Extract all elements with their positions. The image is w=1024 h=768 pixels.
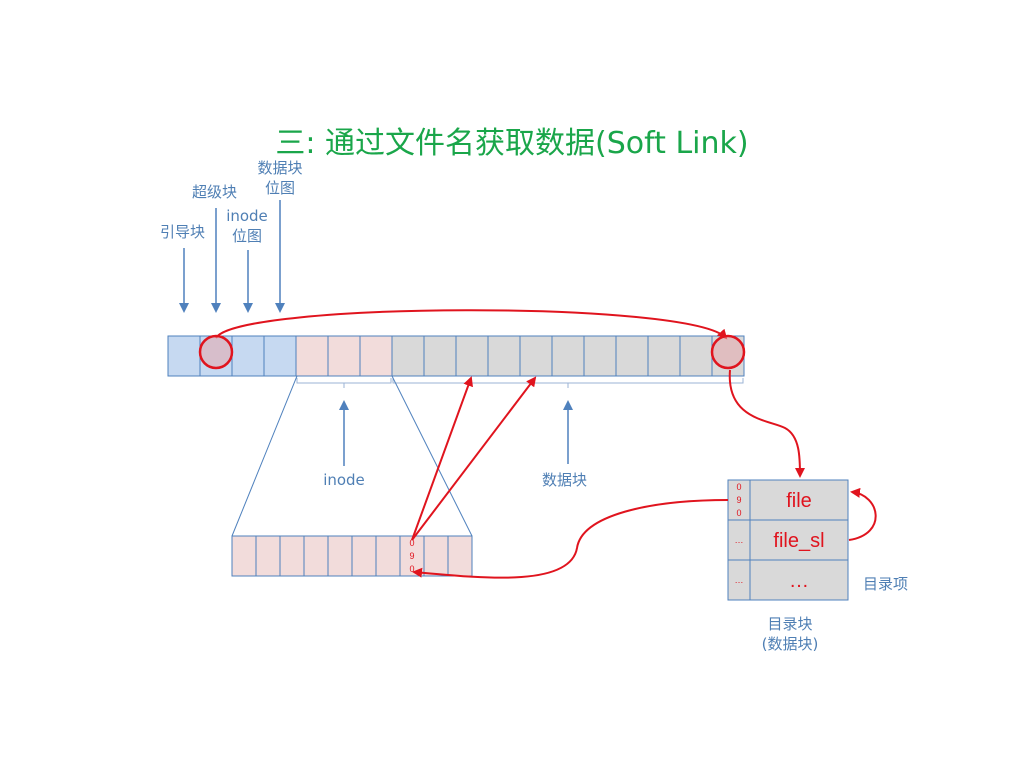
- inode-field-cell: [279, 535, 305, 577]
- expanded-inode: 0 9 0: [231, 535, 473, 577]
- boot-block-label: 引导块: [160, 223, 206, 241]
- diagram-title: 三: 通过文件名获取数据(Soft Link): [275, 126, 749, 161]
- inode-field-cell: [423, 535, 449, 577]
- disk-block-bar: [167, 335, 745, 377]
- dir-entry-label: 目录项: [863, 575, 909, 593]
- data-region-brace: [392, 378, 744, 388]
- inode-pointer-digit: 9: [409, 551, 414, 561]
- inode-field-cell: [327, 535, 353, 577]
- data-cell: [455, 335, 489, 377]
- lookup-flow: [215, 309, 877, 579]
- inode-cell: [327, 335, 361, 377]
- dir-entry-inode-digit: 0: [736, 508, 741, 518]
- inode-bitmap-label-line1: inode: [226, 207, 268, 225]
- inode-region-brace: [296, 378, 392, 388]
- data-cell: [647, 335, 681, 377]
- dir-entry-name: file: [786, 490, 812, 512]
- dir-entry-inode-digit: …: [735, 575, 744, 585]
- inode-to-data-arrow: [411, 376, 537, 541]
- inode-zoom-line-left: [231, 375, 298, 537]
- data-bitmap-cell: [263, 335, 297, 377]
- inode-cell: [295, 335, 329, 377]
- dir-entry-name: …: [789, 570, 809, 592]
- inode-field-cell: [447, 535, 473, 577]
- inode-pointer-digit: 0: [409, 564, 414, 574]
- metadata-pointer-arrows: [179, 200, 285, 313]
- file-sl-to-file-arrow: [848, 487, 877, 541]
- superblock-to-dirblock-arrow: [215, 309, 728, 340]
- dir-entry-name: file_sl: [773, 530, 824, 552]
- data-cell: [615, 335, 649, 377]
- dir-entry-name-cell: [749, 479, 849, 521]
- inode-field-cell: [303, 535, 329, 577]
- inode-zoom-line-right: [391, 375, 473, 537]
- file-to-inode-arrow: [412, 499, 729, 579]
- dirblock-to-directory-arrow: [728, 369, 805, 478]
- dir-entry-inode-digit: 0: [736, 482, 741, 492]
- data-cell: [487, 335, 521, 377]
- dir-block-label-line2: (数据块): [761, 635, 819, 653]
- inode-bitmap-cell: [231, 335, 265, 377]
- superblock-highlight: [198, 334, 234, 370]
- dir-block-label: 目录块 (数据块): [750, 614, 830, 654]
- dir-block-label-line1: 目录块: [767, 615, 813, 633]
- dir-entry-inode-digit: 9: [736, 495, 741, 505]
- inode-cell: [359, 335, 393, 377]
- data-cell: [679, 335, 713, 377]
- dir-entry-name-cell: [749, 519, 849, 561]
- super-block-label: 超级块: [192, 183, 238, 201]
- data-area-label: 数据块: [542, 471, 588, 489]
- data-cell: [423, 335, 457, 377]
- inode-field-cell: [255, 535, 281, 577]
- inode-area-label: inode: [323, 471, 365, 489]
- inode-pointer-digit: 0: [409, 538, 414, 548]
- boot-block-cell: [167, 335, 201, 377]
- inode-field-cell: [375, 535, 401, 577]
- directory-block: 0 9 0 … … file file_sl …: [727, 479, 849, 601]
- data-cell: [519, 335, 553, 377]
- inode-field-cell: [351, 535, 377, 577]
- data-cell: [551, 335, 585, 377]
- inode-to-data-arrow: [411, 376, 473, 541]
- dir-entry-inode-digit: …: [735, 535, 744, 545]
- data-bitmap-label-line1: 数据块: [257, 159, 303, 177]
- data-bitmap-label: 数据块 位图: [253, 158, 307, 198]
- inode-field-cell: [231, 535, 257, 577]
- dirblock-highlight: [710, 334, 746, 370]
- data-bitmap-label-line2: 位图: [264, 179, 295, 197]
- inode-bitmap-label: inode 位图: [225, 206, 269, 246]
- data-cell: [583, 335, 617, 377]
- dir-entry-name-cell: [749, 559, 849, 601]
- data-cell: [391, 335, 425, 377]
- inode-bitmap-label-line2: 位图: [231, 227, 262, 245]
